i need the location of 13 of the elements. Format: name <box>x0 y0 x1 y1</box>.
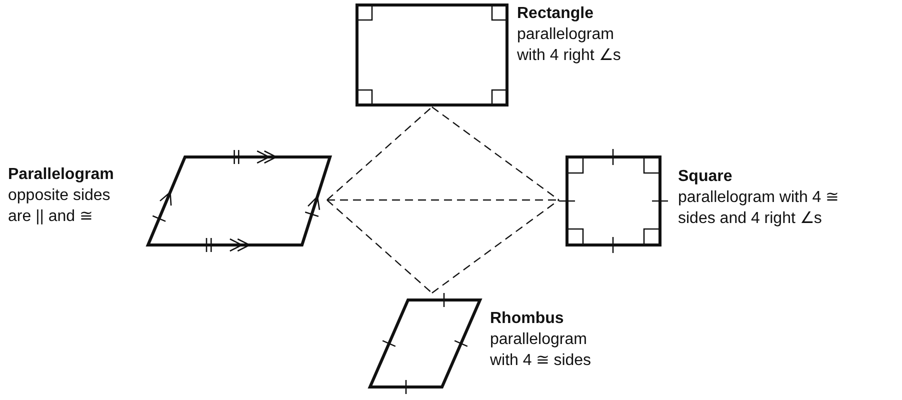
dashed-connector <box>432 200 560 294</box>
dashed-connector <box>327 199 559 201</box>
dashed-connector <box>326 200 432 294</box>
shape-name: Rhombus <box>490 309 565 329</box>
dashed-connector <box>432 106 560 200</box>
shape-name: Rectangle <box>517 4 594 24</box>
shape-definition: parallelogram with 4 ≅ sides <box>490 330 592 371</box>
shape-name: Parallelogram <box>8 165 115 185</box>
dashed-connector <box>326 106 432 200</box>
shape-definition: parallelogram with 4 right ∠s <box>517 25 622 66</box>
shape-definition: opposite sides are || and ≅ <box>8 186 112 227</box>
shape-name: Square <box>678 167 734 187</box>
shape-definition: parallelogram with 4 ≅ sides and 4 right ∠s <box>678 188 840 229</box>
